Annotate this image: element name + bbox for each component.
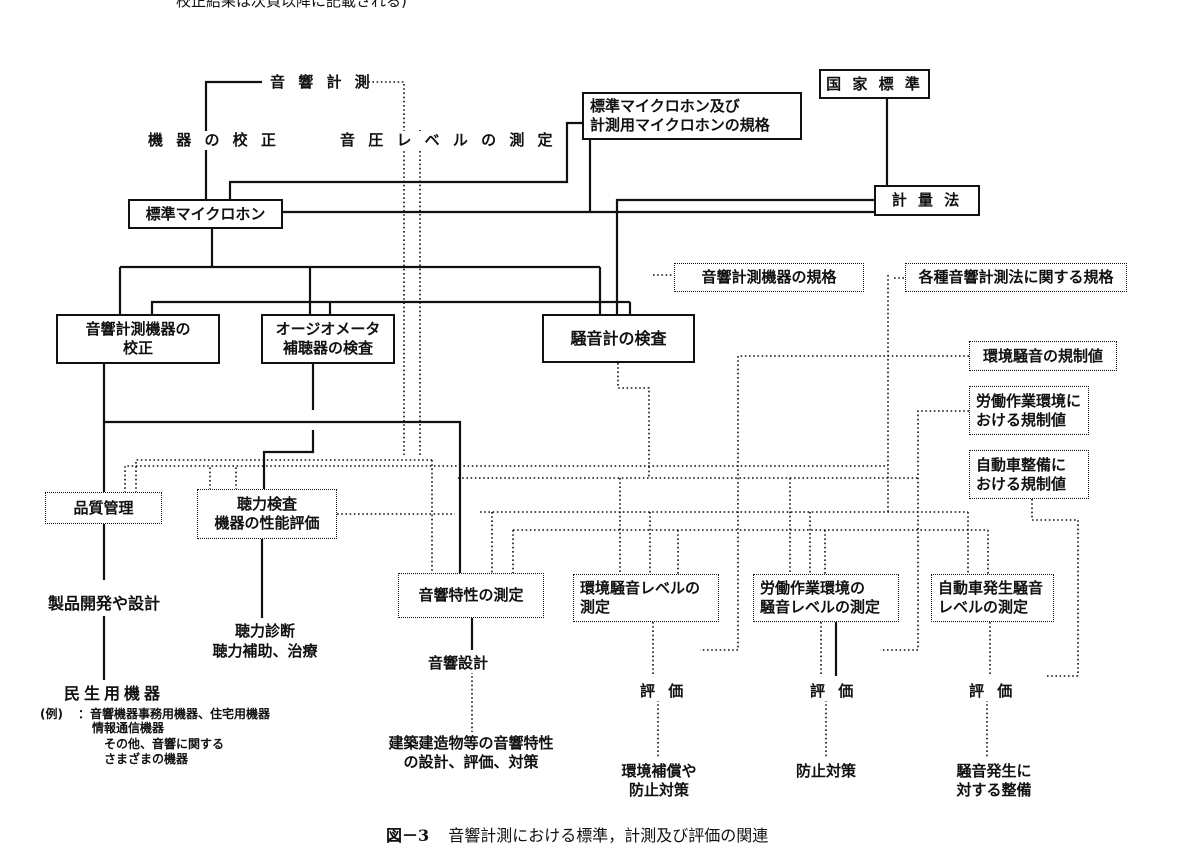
dotted-connector-28 xyxy=(617,363,650,478)
slm-inspection-box: 騒音計の検査 xyxy=(542,314,695,363)
labor-noise-measurement-line2: 騒音レベルの測定 xyxy=(760,598,881,616)
standard-mic-text: 標準マイクロホン xyxy=(145,204,266,223)
hearing-diagnosis-line2: 聴力補助、治療 xyxy=(190,642,340,661)
spl-measurement-label: 音 圧 レ ベ ル の 測 定 xyxy=(340,131,557,150)
solid-connector-17 xyxy=(262,430,315,490)
acoustic-design-label: 音響設計 xyxy=(428,654,489,673)
standard-mic-box: 標準マイクロホン xyxy=(128,199,283,229)
car-maintenance-line2: 対する整備 xyxy=(944,781,1044,800)
car-regulation-line1: 自動車整備に xyxy=(976,455,1067,474)
evaluation-label-2: 評 価 xyxy=(810,682,858,701)
acoustic-characteristic-text: 音響特性の測定 xyxy=(418,586,524,604)
instrument-spec-text: 音響計測機器の規格 xyxy=(701,268,837,286)
top-note: 校正結果は次頁以降に記載される) xyxy=(176,0,407,10)
car-maintenance-line1: 騒音発生に xyxy=(944,762,1044,781)
national-standard-box: 国 家 標 準 xyxy=(819,69,930,99)
audiometer-inspection-line2: 補聴器の検査 xyxy=(282,339,373,357)
evaluation-label-1: 評 価 xyxy=(640,682,688,701)
instrument-calibration-line2: 校正 xyxy=(122,339,153,357)
solid-connector-12 xyxy=(615,198,874,315)
hearing-test-box: 聴力検査 機器の性能評価 xyxy=(197,489,337,539)
car-noise-measurement-box: 自動車発生騒音 レベルの測定 xyxy=(931,574,1054,622)
solid-connector-1 xyxy=(204,80,262,200)
example-label: (例) xyxy=(40,707,63,721)
example-line3: その他、音響に関する xyxy=(104,737,225,751)
method-spec-text: 各種音響計測法に関する規格 xyxy=(918,268,1114,286)
mic-spec-line2: 計測用マイクロホンの規格 xyxy=(590,116,770,134)
product-development-label: 製品開発や設計 xyxy=(48,594,161,613)
env-compensation-line2: 防止対策 xyxy=(604,781,714,800)
mic-spec-line1: 標準マイクロホン及び xyxy=(590,97,740,115)
solid-connector-15 xyxy=(104,420,462,574)
building-line1: 建築建造物等の音響特性 xyxy=(366,734,576,753)
hearing-diagnosis-line1: 聴力診断 xyxy=(190,622,340,641)
instrument-calibration-box: 音響計測機器の 校正 xyxy=(56,314,220,364)
env-noise-regulation-box: 環境騒音の規制値 xyxy=(969,341,1117,371)
env-noise-measurement-box: 環境騒音レベルの 測定 xyxy=(573,574,719,622)
car-regulation-box: 自動車整備に おける規制値 xyxy=(969,450,1089,499)
car-regulation-line2: おける規制値 xyxy=(976,474,1067,493)
dotted-connector-32 xyxy=(124,465,888,493)
method-spec-box: 各種音響計測法に関する規格 xyxy=(905,263,1127,292)
instrument-spec-box: 音響計測機器の規格 xyxy=(674,263,864,292)
consumer-equipment-label: 民生用機器 xyxy=(64,684,165,703)
calibration-label: 機 器 の 校 正 xyxy=(148,131,280,150)
env-compensation-line1: 環境補償や xyxy=(604,762,714,781)
car-noise-measurement-line2: レベルの測定 xyxy=(938,598,1029,616)
figure-caption: 図－3 音響計測における標準，計測及び評価の関連 xyxy=(386,822,768,846)
env-noise-measurement-line1: 環境騒音レベルの xyxy=(580,579,701,597)
example-line2: 情報通信機器 xyxy=(92,721,165,735)
measurement-law-box: 計 量 法 xyxy=(874,185,980,216)
acoustic-measurement-heading: 音 響 計 測 xyxy=(270,73,374,92)
dotted-connector-30 xyxy=(917,410,969,650)
instrument-calibration-line1: 音響計測機器の xyxy=(85,320,191,338)
evaluation-label-3: 評 価 xyxy=(969,682,1017,701)
hearing-test-line2: 機器の性能評価 xyxy=(214,514,320,532)
measurement-law-text: 計 量 法 xyxy=(891,191,963,209)
figure-title: 音響計測における標準，計測及び評価の関連 xyxy=(448,826,769,845)
env-noise-regulation-text: 環境騒音の規制値 xyxy=(982,346,1103,365)
labor-noise-measurement-box: 労働作業環境の 騒音レベルの測定 xyxy=(753,574,899,622)
hearing-test-line1: 聴力検査 xyxy=(236,495,297,513)
acoustic-characteristic-box: 音響特性の測定 xyxy=(398,573,544,618)
example-line4: さまざまの機器 xyxy=(104,752,189,766)
slm-inspection-text: 騒音計の検査 xyxy=(570,329,667,348)
quality-control-box: 品質管理 xyxy=(45,492,162,524)
quality-control-text: 品質管理 xyxy=(73,498,134,517)
audiometer-inspection-line1: オージオメータ xyxy=(275,320,381,338)
labor-regulation-line1: 労働作業環境に xyxy=(976,391,1082,410)
figure-number: 図－3 xyxy=(386,826,430,845)
audiometer-inspection-box: オージオメータ 補聴器の検査 xyxy=(261,314,395,364)
labor-noise-measurement-line1: 労働作業環境の xyxy=(760,579,866,597)
national-standard-text: 国 家 標 準 xyxy=(826,74,923,93)
building-line2: の設計、評価、対策 xyxy=(366,753,576,772)
prevention-label: 防止対策 xyxy=(776,762,876,781)
example-line1: ：音響機器事務用機器、住宅用機器 xyxy=(78,707,271,721)
labor-regulation-box: 労働作業環境に おける規制値 xyxy=(969,386,1089,435)
dotted-connector-29 xyxy=(737,355,969,650)
car-noise-measurement-line1: 自動車発生騒音 xyxy=(938,579,1044,597)
solid-connector-10 xyxy=(150,300,630,315)
solid-connector-2 xyxy=(228,121,582,200)
mic-spec-box: 標準マイクロホン及び 計測用マイクロホンの規格 xyxy=(582,92,802,140)
dotted-connector-23 xyxy=(364,81,405,455)
env-noise-measurement-line2: 測定 xyxy=(580,598,611,616)
labor-regulation-line2: おける規制値 xyxy=(976,410,1067,429)
